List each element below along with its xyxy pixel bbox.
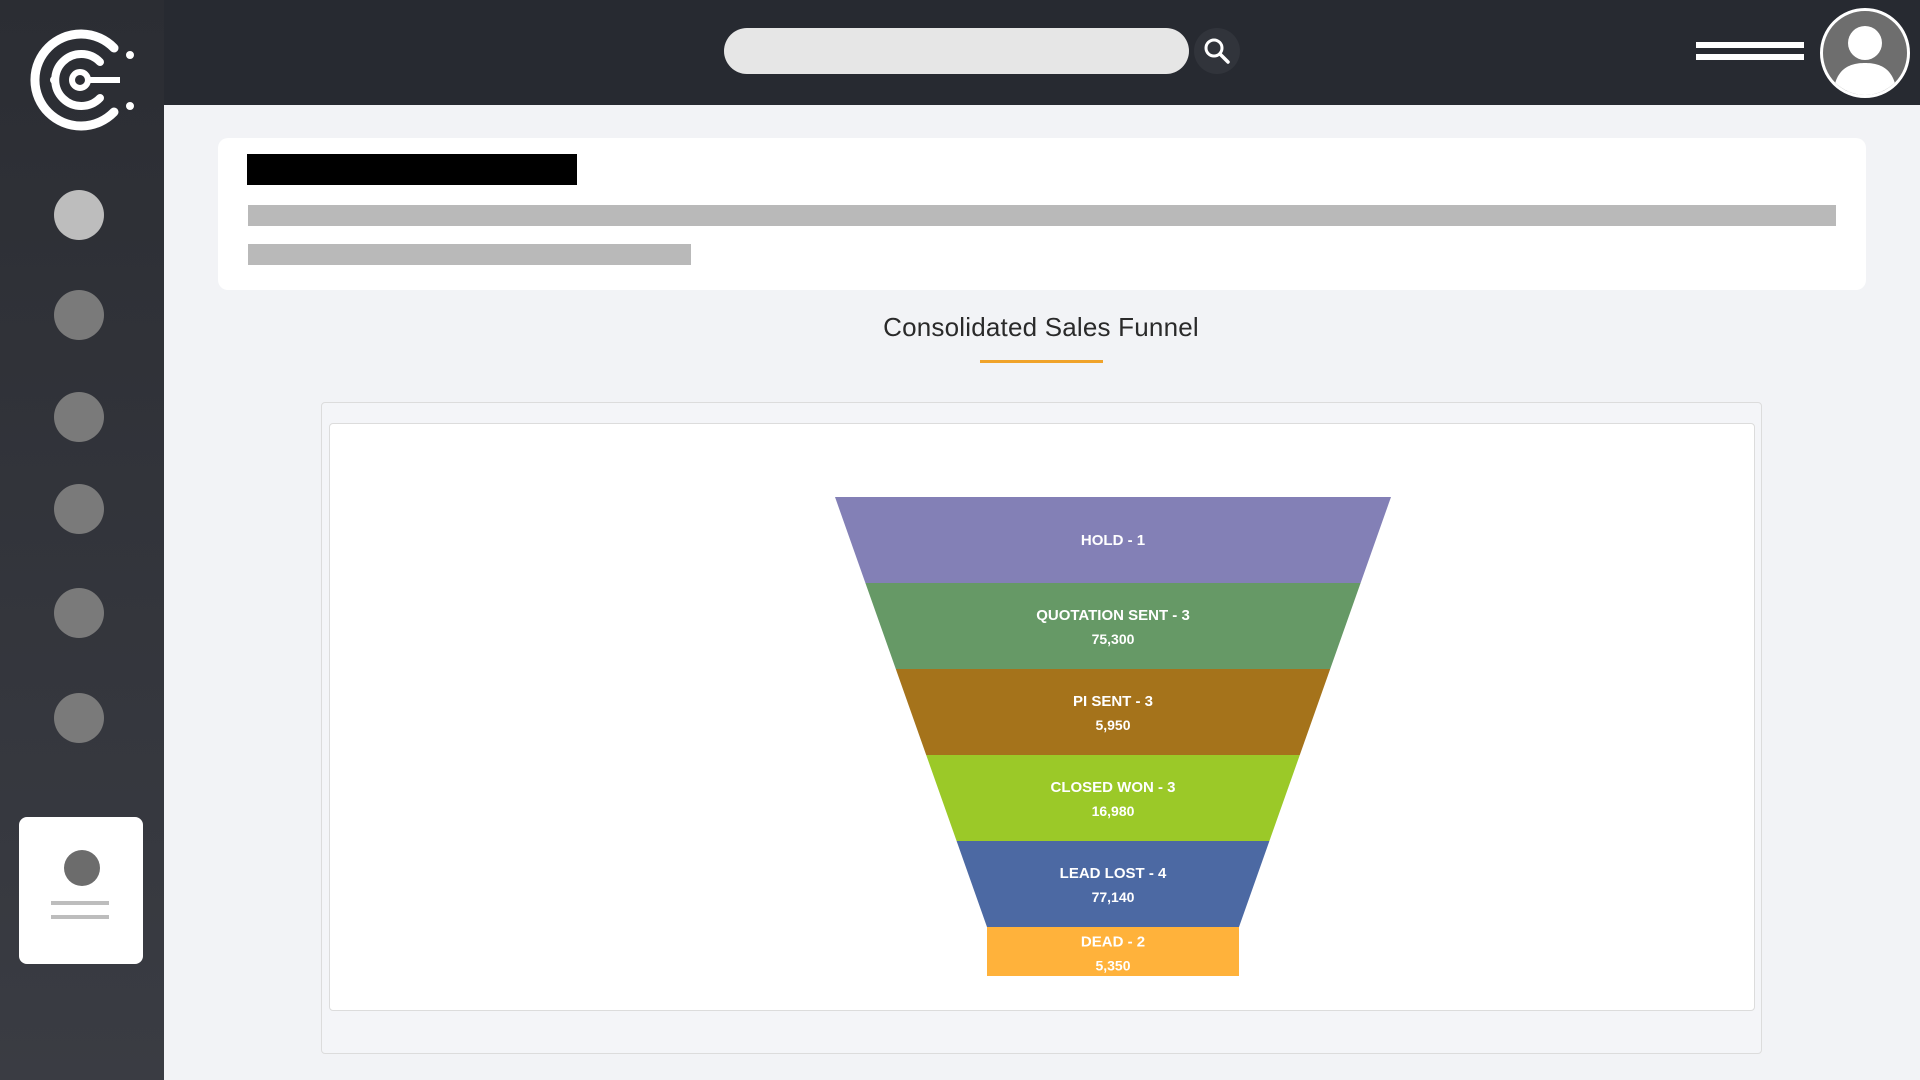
search-icon — [1204, 38, 1230, 64]
search-button[interactable] — [1194, 28, 1240, 74]
menu-icon — [1696, 54, 1804, 60]
funnel-segment[interactable] — [987, 927, 1239, 976]
funnel-stage-value: 75,300 — [1092, 631, 1135, 647]
sidebar-profile-card[interactable] — [19, 817, 143, 964]
funnel-chart: HOLD - 1 QUOTATION SENT - 3 75,300 PI SENT … — [835, 497, 1391, 976]
funnel-segment[interactable] — [835, 497, 1391, 583]
search-input[interactable] — [724, 28, 1189, 74]
funnel-stage-label: QUOTATION SENT - 3 — [1036, 607, 1190, 624]
user-avatar[interactable] — [1820, 8, 1910, 98]
top-header — [164, 0, 1920, 105]
redacted-title — [247, 154, 577, 185]
menu-button[interactable] — [1696, 38, 1808, 64]
funnel-stage-label: PI SENT - 3 — [1073, 693, 1153, 710]
funnel-segment[interactable] — [865, 583, 1361, 669]
sidebar-item-1[interactable] — [54, 190, 104, 240]
chart-container: HOLD - 1 QUOTATION SENT - 3 75,300 PI SENT … — [329, 423, 1755, 1011]
sidebar-item-4[interactable] — [54, 484, 104, 534]
placeholder-line — [248, 244, 691, 265]
funnel-stage-value: 5,950 — [1095, 717, 1130, 733]
sidebar-item-2[interactable] — [54, 290, 104, 340]
funnel-stage-value: 5,350 — [1095, 958, 1130, 974]
funnel-stage-label: CLOSED WON - 3 — [1050, 779, 1175, 796]
sidebar-item-6[interactable] — [54, 693, 104, 743]
funnel-segment[interactable] — [926, 755, 1300, 841]
sidebar-item-3[interactable] — [54, 392, 104, 442]
funnel-stage-label: LEAD LOST - 4 — [1060, 865, 1167, 882]
funnel-segment[interactable] — [895, 669, 1331, 755]
profile-line — [51, 901, 109, 905]
funnel-stage-label: DEAD - 2 — [1081, 934, 1145, 951]
funnel-stage-label: HOLD - 1 — [1081, 532, 1145, 549]
info-card — [218, 138, 1866, 290]
funnel-stage-value: 16,980 — [1092, 803, 1135, 819]
profile-icon — [64, 850, 100, 886]
placeholder-line — [248, 205, 1836, 226]
user-icon — [1833, 26, 1897, 95]
sidebar-item-5[interactable] — [54, 588, 104, 638]
menu-icon — [1696, 42, 1804, 48]
section-title: Consolidated Sales Funnel — [883, 312, 1199, 342]
funnel-segment[interactable] — [956, 841, 1270, 927]
profile-line — [51, 915, 109, 919]
funnel-stage-value: 77,140 — [1092, 889, 1135, 905]
app-logo-icon[interactable] — [28, 22, 138, 138]
title-underline — [980, 360, 1103, 363]
sidebar — [0, 0, 164, 1080]
